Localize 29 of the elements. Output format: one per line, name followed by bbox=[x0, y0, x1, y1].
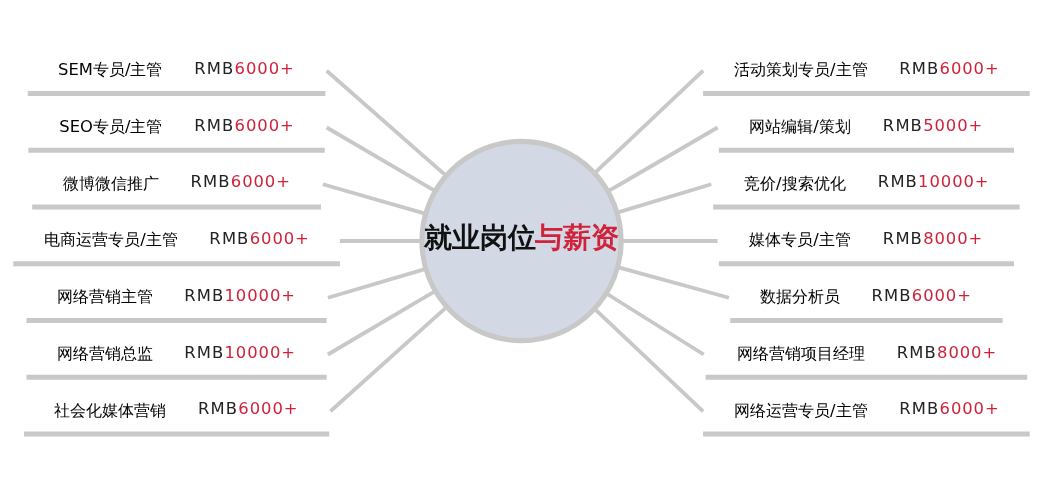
connector bbox=[322, 182, 427, 216]
connector bbox=[621, 239, 718, 243]
node-text: 竞价/搜索优化 RMB10000+ bbox=[744, 172, 989, 193]
node-text: 网络运营专员/主管 RMB6000+ bbox=[734, 399, 999, 420]
connector bbox=[326, 289, 437, 357]
node-text: 网络营销项目经理 RMB8000+ bbox=[736, 342, 997, 363]
node-text: 微博微信推广 RMB6000+ bbox=[63, 172, 290, 193]
connector bbox=[617, 265, 730, 300]
connector bbox=[605, 291, 705, 357]
connector bbox=[593, 69, 705, 175]
connector bbox=[327, 267, 427, 300]
node-text: 数据分析员 RMB6000+ bbox=[760, 285, 971, 307]
connector bbox=[607, 125, 719, 193]
node-text: 网站编辑/策划 RMB5000+ bbox=[749, 115, 983, 136]
node-text: 媒体专员/主管 RMB8000+ bbox=[749, 229, 983, 250]
node-text: SEM专员/主管 RMB6000+ bbox=[58, 58, 294, 80]
node-text: 网络营销总监 RMB10000+ bbox=[56, 342, 295, 363]
node-text: 活动策划专员/主管 RMB6000+ bbox=[734, 58, 999, 80]
node-text: 网络营销主管 RMB10000+ bbox=[56, 285, 295, 307]
connector bbox=[329, 305, 448, 413]
connector bbox=[616, 182, 712, 215]
node-text: 社会化媒体营销 RMB6000+ bbox=[54, 399, 298, 420]
connector bbox=[325, 125, 436, 193]
connector bbox=[339, 239, 422, 243]
node-circle: 就业岗位与薪资 bbox=[419, 138, 624, 344]
node-text: 电商运营专员/主管 RMB6000+ bbox=[44, 229, 309, 250]
connector bbox=[593, 307, 705, 413]
connector bbox=[325, 69, 448, 178]
node-text: SEO专员/主管 RMB6000+ bbox=[59, 115, 294, 136]
